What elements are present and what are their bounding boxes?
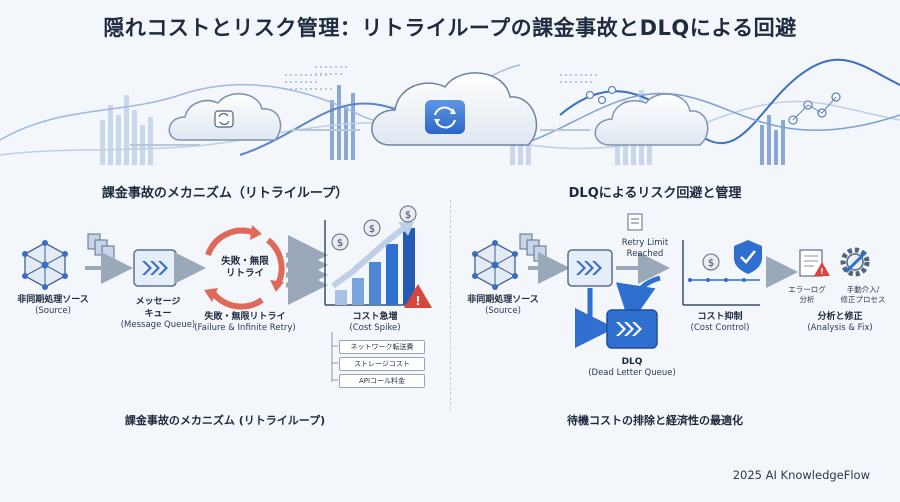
retry-limit-document-icon: [627, 213, 643, 231]
retry-limit-label: Retry Limit Reached: [621, 238, 669, 259]
left-source-label: 非同期処理ソース: [17, 295, 89, 305]
dlq-label: DLQ: [621, 357, 643, 367]
credit-text: 2025 AI KnowledgeFlow: [732, 468, 870, 482]
queue-label: メッセージ キュー: [135, 297, 181, 319]
right-section-heading: DLQによるリスク回避と管理: [568, 186, 742, 201]
error-log-label: エラーログ 分析: [788, 285, 826, 304]
cloud-center-icon: [371, 72, 538, 146]
infinite-retry-cycle-icon: [205, 227, 285, 310]
dlq-queue-icon: [606, 309, 658, 349]
message-documents-icon: [87, 233, 115, 262]
gear-wrench-icon: [840, 247, 870, 277]
message-queue-icon: [567, 249, 613, 287]
cost-item-network: ネットワーク転送費: [339, 340, 425, 354]
dlq-flow-diagram: $ !: [472, 213, 870, 349]
cycle-label: 失敗・無限 リトライ: [221, 256, 269, 279]
svg-text:$: $: [337, 238, 343, 249]
retry-label: 失敗・無限リトライ: [204, 312, 286, 322]
page-title: 隠れコストとリスク管理：リトライループの課金事故とDLQによる回避: [103, 16, 797, 40]
error-log-icon: !: [799, 249, 830, 277]
cloud-right-icon: [594, 93, 709, 146]
section-divider: [450, 200, 451, 410]
left-section-heading: 課金事故のメカニズム（リトライループ）: [101, 186, 349, 201]
cost-item-api: APIコール料金: [339, 374, 425, 388]
right-source-sub: (Source): [485, 306, 521, 316]
right-footer: 待機コストの排除と経済性の最適化: [567, 414, 743, 427]
cost-spike-chart-icon: $ $ $ !: [324, 205, 432, 308]
cloud-left-icon: [168, 93, 282, 141]
shield-check-icon: [734, 240, 762, 274]
cost-spike-sub: (Cost Spike): [349, 323, 401, 333]
queue-sub: (Message Queue): [120, 320, 196, 330]
analysis-sub: (Analysis & Fix): [807, 323, 873, 333]
message-documents-icon: [519, 233, 547, 262]
analysis-label: 分析と修正: [817, 312, 863, 322]
left-source-sub: (Source): [35, 306, 71, 316]
source-network-icon: [472, 240, 518, 290]
warning-icon: !: [404, 284, 432, 308]
cloud-banner-illustration: [0, 58, 900, 165]
coin-icon: $: [363, 219, 381, 237]
svg-text:$: $: [708, 258, 714, 269]
right-source-label: 非同期処理ソース: [467, 295, 539, 305]
manual-fix-label: 手動介入/ 修正プロセス: [840, 285, 886, 304]
retry-sub: (Failure & Infinite Retry): [194, 323, 296, 333]
svg-text:!: !: [415, 294, 420, 308]
coin-icon: $: [331, 233, 349, 251]
svg-text:$: $: [369, 224, 375, 235]
svg-text:$: $: [405, 210, 411, 221]
source-network-icon: [22, 240, 68, 290]
cost-spike-label: コスト急増: [352, 312, 398, 322]
coin-icon: $: [702, 253, 720, 271]
dlq-sub: (Dead Letter Queue): [588, 368, 676, 378]
left-footer: 課金事故のメカニズム (リトライループ): [124, 414, 326, 427]
coin-icon: $: [399, 205, 417, 223]
cost-control-chart-icon: $: [682, 240, 762, 306]
cost-item-storage: ストレージコスト: [339, 357, 425, 371]
retry-loop-diagram: $ $ $ !: [22, 205, 432, 382]
svg-text:!: !: [820, 267, 824, 276]
cost-control-label: コスト抑制: [697, 312, 743, 322]
message-queue-icon: [133, 249, 182, 287]
cost-control-sub: (Cost Control): [690, 323, 750, 333]
